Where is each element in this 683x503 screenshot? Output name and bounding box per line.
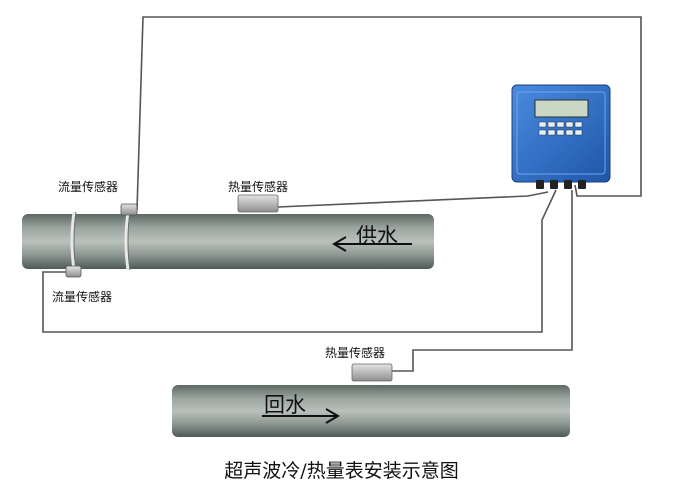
wire-heat-sensor-return: [392, 190, 573, 372]
heat-sensor-return-body: [351, 363, 393, 382]
heat-sensor-supply-body: [237, 194, 279, 213]
heat-meter-unit: [511, 84, 611, 189]
wires: [42, 16, 642, 372]
meter-keypad: [538, 121, 583, 136]
return-water-label: 回水: [264, 393, 306, 417]
return-pipe: [172, 385, 570, 437]
wire-heat-sensor-supply: [277, 191, 549, 208]
wire-flow-sensor-bottom: [42, 189, 557, 333]
return-arrow: [262, 408, 340, 424]
flow-sensor-clamp: [70, 211, 131, 271]
heat-sensor-supply-label: 热量传感器: [228, 180, 289, 194]
wire-flow-sensor-top: [136, 16, 642, 211]
supply-arrow: [332, 236, 412, 252]
meter-cable-glands: [536, 180, 586, 189]
flow-sensor-top-label: 流量传感器: [58, 180, 119, 194]
diagram-caption: 超声波冷/热量表安装示意图: [224, 460, 459, 482]
supply-water-label: 供水: [356, 224, 398, 248]
flow-sensor-bottom-probe: [65, 265, 82, 278]
meter-display: [534, 99, 589, 118]
flow-sensor-bottom-label: 流量传感器: [52, 290, 113, 304]
heat-sensor-return-label: 热量传感器: [325, 346, 386, 360]
flow-sensor-top-probe: [120, 203, 138, 216]
